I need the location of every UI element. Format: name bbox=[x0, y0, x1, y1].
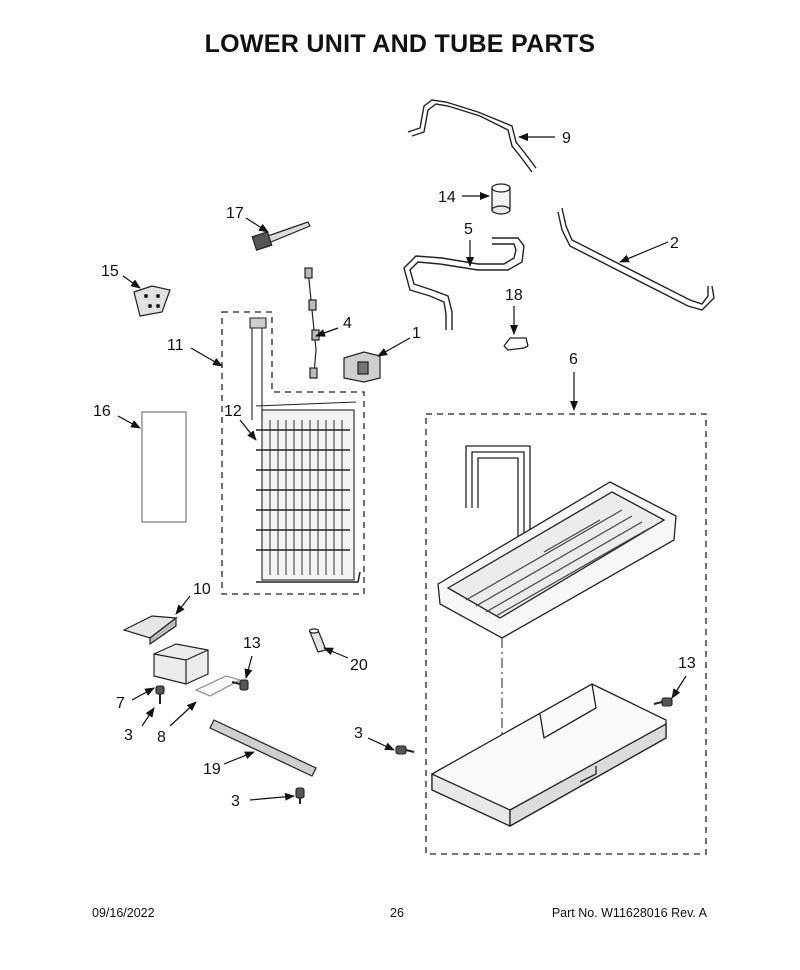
part-7-box bbox=[153, 643, 209, 685]
callout-numbers: 9 14 2 5 17 15 4 1 18 11 6 12 16 10 13 2… bbox=[93, 130, 696, 810]
screw-3-bottom bbox=[295, 787, 305, 804]
callout-9: 9 bbox=[562, 130, 571, 147]
callout-7: 7 bbox=[116, 695, 125, 712]
callout-1: 1 bbox=[412, 325, 421, 342]
part-11-condenser-assembly-outline bbox=[221, 311, 365, 595]
callout-14: 14 bbox=[438, 189, 456, 206]
callout-10: 10 bbox=[193, 581, 211, 598]
part-15-plate bbox=[133, 285, 171, 317]
callout-8: 8 bbox=[157, 729, 166, 746]
part-6-heater bbox=[465, 445, 531, 540]
part-8-plate bbox=[194, 675, 242, 697]
part-2-tube bbox=[557, 207, 715, 311]
footer-part-number: Part No. W11628016 Rev. A bbox=[551, 906, 707, 920]
callout-6: 6 bbox=[569, 351, 578, 368]
part-14-cylinder bbox=[491, 183, 511, 215]
part-19-strip bbox=[209, 719, 317, 777]
part-20-tube bbox=[308, 628, 327, 653]
part-6-drain-pan-assembly-outline bbox=[425, 413, 707, 855]
callout-13-left: 13 bbox=[243, 635, 261, 652]
callout-12: 12 bbox=[224, 403, 242, 420]
callout-17: 17 bbox=[226, 205, 244, 222]
callout-11: 11 bbox=[167, 337, 184, 354]
callout-arrows bbox=[117, 133, 687, 801]
part-9-tube bbox=[407, 99, 537, 173]
callout-3-pan: 3 bbox=[354, 725, 363, 742]
footer-page-number: 26 bbox=[390, 906, 404, 920]
screw-13-left bbox=[231, 679, 249, 691]
part-10-bracket bbox=[122, 615, 178, 646]
callout-5: 5 bbox=[464, 221, 473, 238]
footer-date: 09/16/2022 bbox=[92, 906, 155, 920]
part-12-condenser bbox=[249, 317, 361, 583]
part-4-wire-harness bbox=[304, 267, 320, 379]
callout-18: 18 bbox=[505, 287, 523, 304]
part-5-tube bbox=[403, 237, 525, 330]
callout-13-right: 13 bbox=[678, 655, 696, 672]
callout-3-bottom: 3 bbox=[231, 793, 240, 810]
callout-4: 4 bbox=[343, 315, 352, 332]
part-1-bracket bbox=[343, 351, 381, 383]
part-17-strap bbox=[251, 221, 311, 251]
callout-20: 20 bbox=[350, 657, 368, 674]
screw-3-pan bbox=[395, 745, 415, 755]
part-6-drain-tray bbox=[437, 481, 677, 639]
part-18-clip bbox=[503, 337, 529, 351]
callout-16: 16 bbox=[93, 403, 111, 420]
callout-15: 15 bbox=[101, 263, 119, 280]
callout-19: 19 bbox=[203, 761, 221, 778]
page-title: LOWER UNIT AND TUBE PARTS bbox=[204, 30, 596, 58]
callout-2: 2 bbox=[670, 235, 679, 252]
screw-13-pan bbox=[653, 697, 673, 707]
callout-3-left: 3 bbox=[124, 727, 133, 744]
part-16-panel bbox=[141, 411, 187, 523]
part-6-lower-pan bbox=[431, 683, 667, 828]
screw-3-under-box bbox=[155, 685, 165, 704]
